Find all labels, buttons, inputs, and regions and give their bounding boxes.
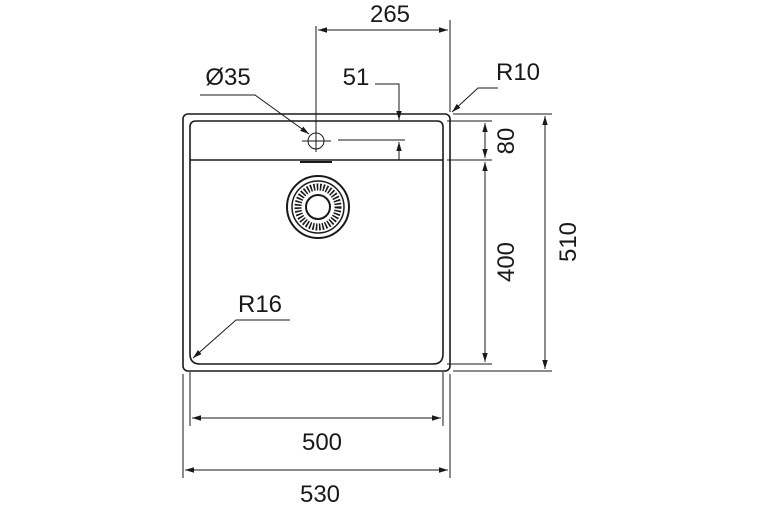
dimension-label-265: 265 — [370, 1, 410, 28]
dimension-label-r16: R16 — [238, 291, 282, 318]
dimension-label-510: 510 — [555, 222, 582, 262]
bowl-outline — [189, 159, 444, 365]
dimension-label-400: 400 — [493, 242, 520, 282]
dimension-label-80: 80 — [493, 128, 520, 155]
dimension-51: 51 — [343, 64, 402, 160]
dimension-label-51: 51 — [343, 64, 370, 91]
drain-strainer-icon — [286, 175, 350, 239]
sink-outer-outline — [182, 113, 451, 372]
dimension-510: 510 — [453, 113, 582, 372]
dimension-label-530: 530 — [300, 481, 340, 508]
dimension-500: 500 — [189, 372, 444, 456]
dimension-label-500: 500 — [302, 429, 342, 456]
dimension-label-r10: R10 — [496, 59, 540, 86]
dimension-label-diameter: Ø35 — [205, 64, 250, 91]
dimension-265: 265 — [318, 1, 451, 112]
dimension-530: 530 — [182, 374, 451, 508]
dimension-80-400: 80 400 — [447, 120, 520, 365]
dimension-tap-diameter: Ø35 — [200, 64, 310, 135]
tap-hole-icon — [302, 26, 405, 152]
dimension-r10: R10 — [451, 59, 540, 113]
dimension-r16: R16 — [192, 291, 290, 359]
